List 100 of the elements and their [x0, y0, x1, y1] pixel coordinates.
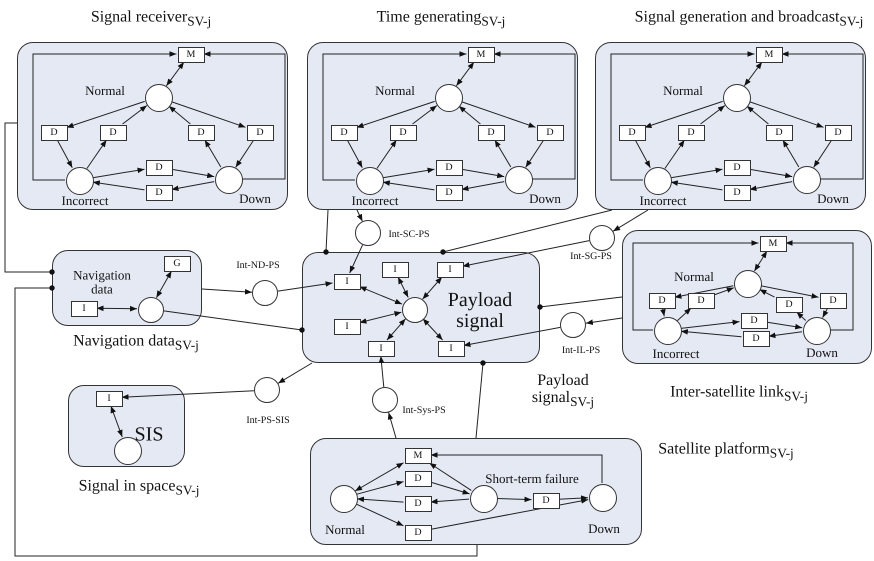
transition-box: I	[436, 262, 464, 278]
arrow	[376, 140, 397, 169]
state-label: Normal	[375, 84, 415, 98]
arrow	[461, 168, 505, 178]
arrow	[670, 180, 723, 190]
module-title: Payload signal$_{SV-j}$	[530, 373, 596, 409]
arrow	[278, 362, 312, 384]
state-label: Normal	[663, 84, 703, 98]
arrow	[494, 140, 512, 168]
arrow	[760, 285, 819, 299]
arrow	[355, 503, 404, 526]
arrow	[430, 452, 602, 484]
transition-box: M	[760, 236, 786, 252]
transition-box: D	[404, 525, 432, 541]
transition-box: M	[178, 47, 204, 63]
state-label: Down	[588, 522, 620, 536]
state-label: Normal	[85, 84, 125, 98]
double-arrow	[359, 286, 402, 305]
module-title: Satellite platform$_{SV-j}$	[658, 441, 794, 461]
arrow	[349, 244, 364, 274]
interface-label: Int-ND-PS	[236, 260, 280, 272]
arrow	[121, 390, 254, 400]
arrow	[356, 496, 404, 503]
transition-box: I	[334, 274, 360, 290]
arrow	[781, 51, 864, 180]
transition-box: D	[688, 293, 714, 309]
transition-box: D	[404, 496, 432, 512]
double-arrow	[110, 406, 123, 438]
arrow	[322, 51, 467, 180]
arrow	[676, 308, 692, 322]
arrow	[356, 100, 436, 128]
state-label: Normal	[674, 270, 714, 284]
arrow	[680, 329, 742, 338]
arrow	[768, 331, 803, 338]
state-label: Short-term failure	[485, 472, 579, 486]
arrow	[610, 51, 755, 180]
transition-box: D	[146, 185, 172, 201]
transition-box: D	[740, 313, 768, 329]
arrow	[612, 210, 648, 232]
connector-line	[14, 285, 478, 556]
transition-box: D	[536, 125, 564, 141]
double-arrow	[156, 270, 172, 298]
arrow	[822, 308, 828, 318]
arrow	[462, 240, 590, 268]
state-label: Payload signal	[446, 290, 514, 332]
connector-line	[162, 310, 305, 333]
transition-box: I	[334, 319, 360, 335]
arrow	[493, 51, 576, 180]
module-title: Time generating$_{SV-j}$	[376, 9, 506, 29]
arrow	[660, 308, 666, 317]
double-arrow	[422, 318, 444, 340]
transition-box: D	[618, 125, 646, 141]
arrow	[378, 356, 384, 388]
transition-box: G	[164, 256, 190, 272]
arrow	[430, 498, 589, 530]
state-label: Down	[817, 192, 849, 206]
interface-label: Int-SG-PS	[570, 252, 612, 262]
module-title: Inter-satellite link$_{SV-j}$	[670, 384, 808, 404]
arrow	[170, 101, 246, 128]
arrow	[32, 51, 177, 180]
state-label: Incorrect	[62, 194, 108, 208]
arrow	[585, 318, 622, 325]
arrow	[670, 168, 723, 178]
arrow	[461, 181, 505, 191]
arrow	[277, 281, 333, 292]
arrow	[428, 462, 472, 491]
arrow	[356, 480, 404, 495]
arrow	[382, 180, 435, 190]
transition-box: D	[390, 125, 416, 141]
transition-box: I	[70, 301, 98, 317]
state-label: Navigation data	[72, 268, 132, 296]
arrow	[748, 101, 824, 128]
arrow	[674, 285, 734, 299]
arrow	[525, 140, 544, 168]
state-label: Down	[529, 192, 561, 206]
arrow	[680, 320, 740, 329]
arrow	[664, 140, 685, 169]
module-title: Signal in space$_{SV-j}$	[78, 478, 200, 498]
arrow	[458, 106, 481, 124]
arrow	[713, 287, 734, 296]
transition-box: D	[146, 160, 172, 176]
double-arrow	[359, 311, 402, 324]
transition-box: D	[40, 125, 68, 141]
state-label: Incorrect	[640, 194, 686, 208]
arrow	[412, 105, 438, 124]
connector-line	[476, 360, 486, 438]
arrow	[634, 140, 651, 168]
arrow	[66, 100, 146, 128]
arrow	[92, 168, 145, 178]
arrow	[122, 105, 148, 124]
double-arrow	[456, 62, 474, 86]
arrow	[56, 140, 73, 168]
transition-box: D	[742, 331, 770, 347]
transition-box: D	[246, 125, 274, 141]
transition-box: I	[382, 262, 408, 278]
transition-box: M	[756, 47, 782, 63]
connector-line	[323, 210, 329, 255]
double-arrow	[354, 462, 404, 492]
arrow	[171, 168, 215, 178]
connector-line	[4, 122, 55, 275]
